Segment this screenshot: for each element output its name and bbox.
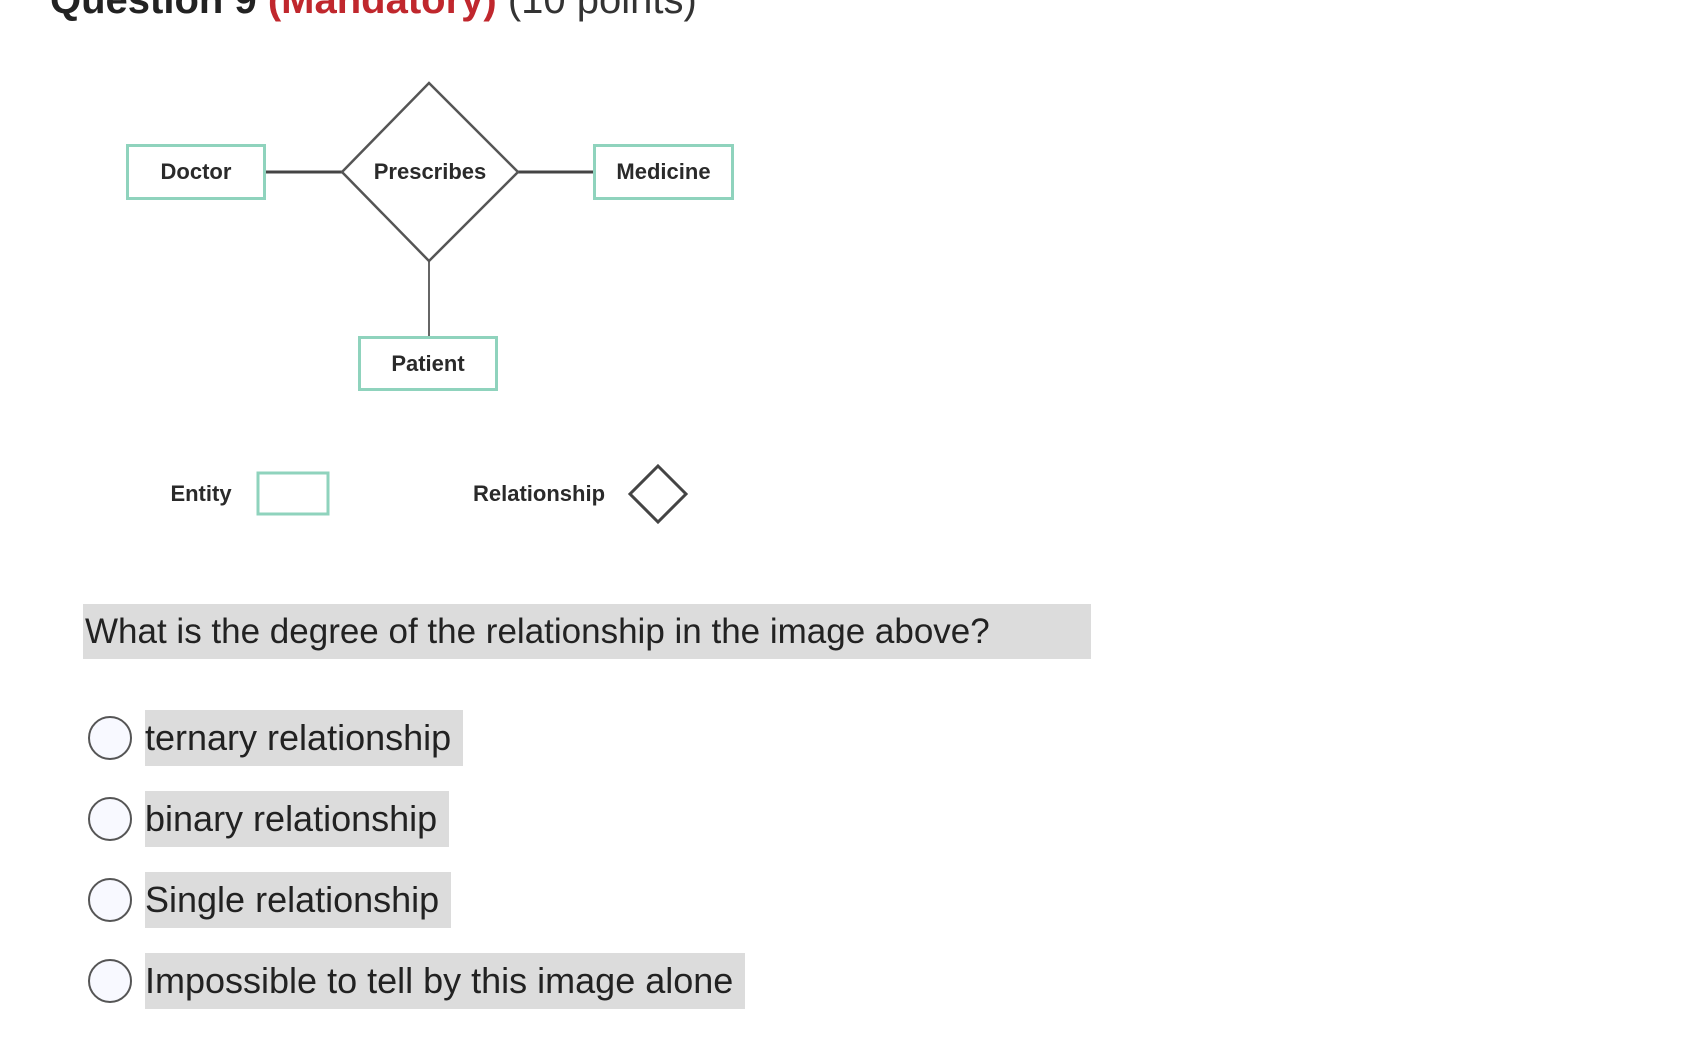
- points-label: (10 points): [507, 0, 697, 22]
- entity-patient: Patient: [358, 336, 498, 391]
- question-number: Question 9: [50, 0, 257, 22]
- mandatory-label: (Mandatory): [267, 0, 497, 22]
- option-binary[interactable]: binary relationship: [88, 791, 450, 847]
- relationship-diamond: [340, 81, 520, 263]
- legend-relationship-diamond: [627, 463, 689, 525]
- radio-button[interactable]: [88, 878, 132, 922]
- legend-entity-label: Entity: [170, 481, 232, 506]
- entity-doctor: Doctor: [126, 144, 266, 200]
- option-label[interactable]: ternary relationship: [145, 710, 464, 766]
- entity-medicine: Medicine: [593, 144, 734, 200]
- option-label[interactable]: Impossible to tell by this image alone: [145, 953, 746, 1009]
- er-diagram-lines: [256, 81, 689, 525]
- legend-relationship-label: Relationship: [472, 481, 606, 506]
- option-label[interactable]: Single relationship: [145, 872, 452, 928]
- relationship-label: Prescribes: [373, 159, 487, 184]
- radio-button[interactable]: [88, 716, 132, 760]
- radio-button[interactable]: [88, 959, 132, 1003]
- legend-entity-box: [256, 471, 330, 516]
- option-label[interactable]: binary relationship: [145, 791, 450, 847]
- radio-button[interactable]: [88, 797, 132, 841]
- option-impossible[interactable]: Impossible to tell by this image alone: [88, 953, 746, 1009]
- option-ternary[interactable]: ternary relationship: [88, 710, 464, 766]
- question-text: What is the degree of the relationship i…: [83, 604, 1091, 659]
- option-single[interactable]: Single relationship: [88, 872, 452, 928]
- question-title: Question 9 (Mandatory) (10 points): [50, 0, 697, 23]
